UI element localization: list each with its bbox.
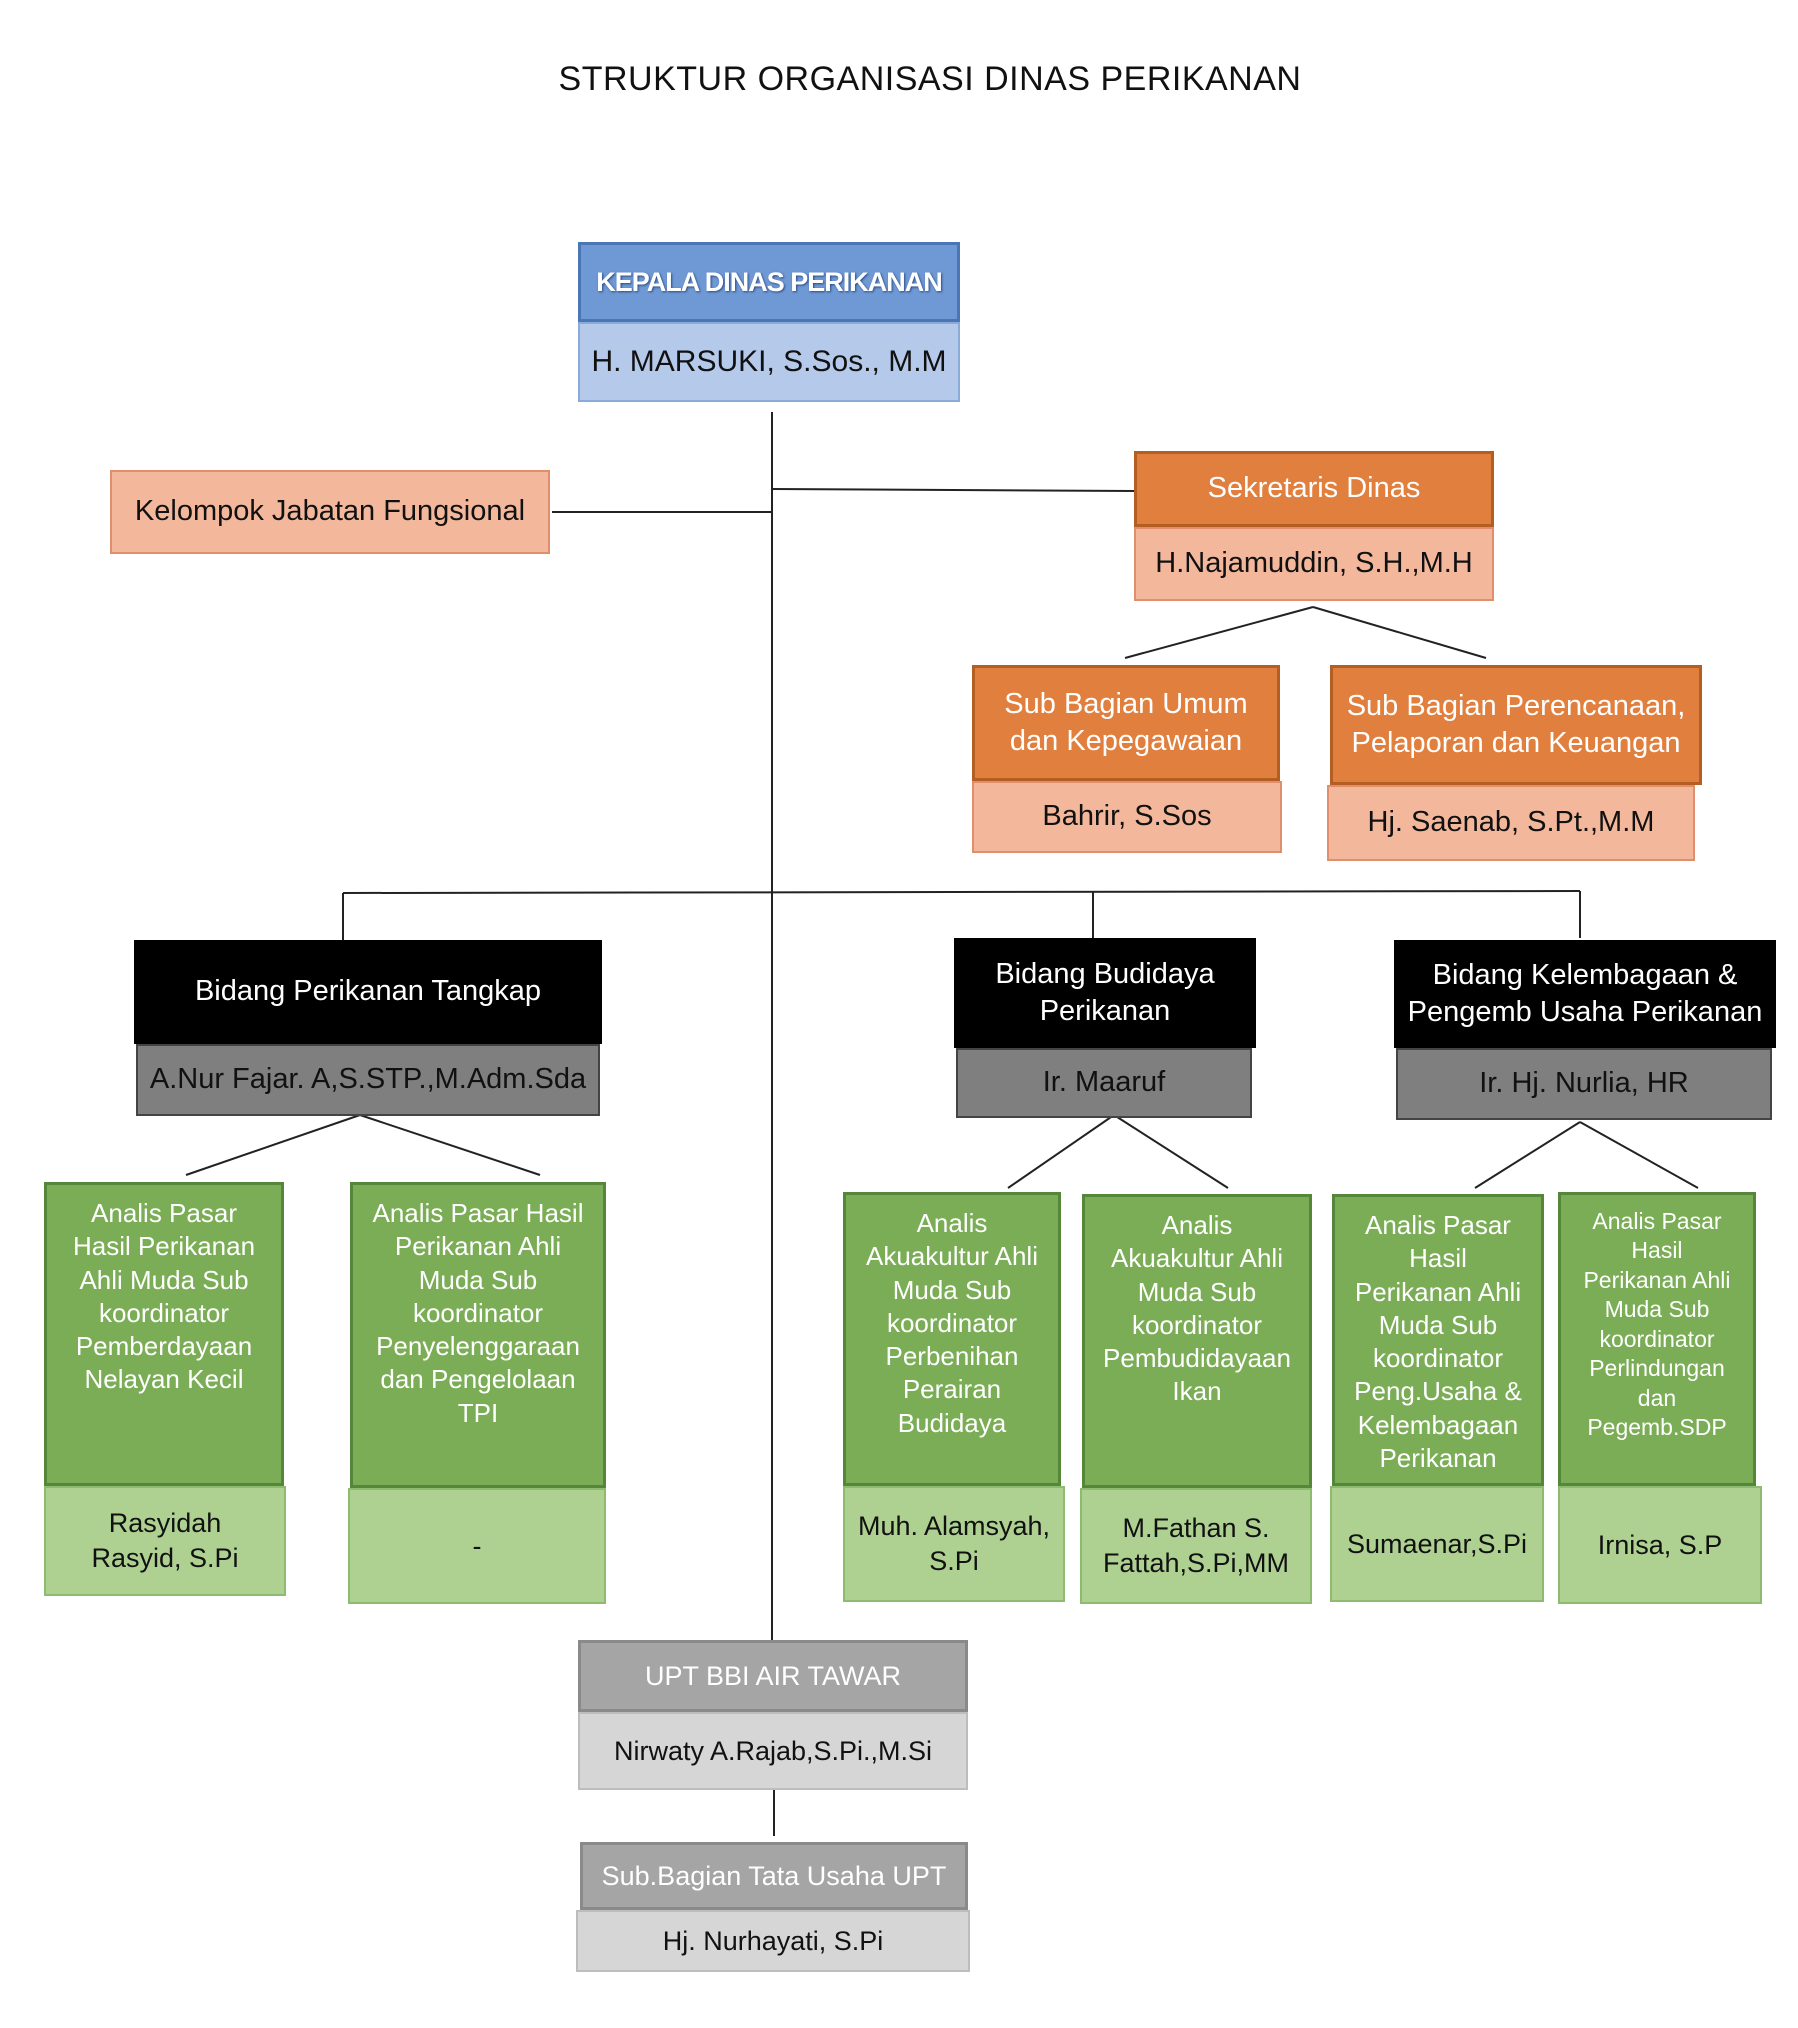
- sub-kelembagaan-2-position: Analis Pasar Hasil Perikanan Ahli Muda S…: [1558, 1192, 1756, 1486]
- subbag-umum-position: Sub Bagian Umum dan Kepegawaian: [972, 665, 1280, 781]
- sub-tangkap-2-position: Analis Pasar Hasil Perikanan Ahli Muda S…: [350, 1182, 606, 1488]
- sekretaris-branch-right: [1312, 606, 1487, 659]
- bidang-kelembagaan-position: Bidang Kelembagaan & Pengemb Usaha Perik…: [1394, 940, 1776, 1048]
- sub-kelembagaan-1-name: Sumaenar,S.Pi: [1330, 1486, 1544, 1602]
- budidaya-branch-left: [1007, 1114, 1115, 1189]
- kelembagaan-branch-left: [1474, 1121, 1581, 1189]
- sub-tangkap-1-name: Rasyidah Rasyid, S.Pi: [44, 1486, 286, 1596]
- bidang-tangkap-position: Bidang Perikanan Tangkap: [134, 940, 602, 1044]
- chart-title: STRUKTUR ORGANISASI DINAS PERIKANAN: [558, 60, 1302, 99]
- sekretaris-connector: [771, 488, 1135, 492]
- sub-tangkap-1-position: Analis Pasar Hasil Perikanan Ahli Muda S…: [44, 1182, 284, 1486]
- bidang-budidaya-position: Bidang Budidaya Perikanan: [954, 938, 1256, 1048]
- sub-budidaya-1-position: Analis Akuakultur Ahli Muda Sub koordina…: [843, 1192, 1061, 1486]
- upt-sub-position: Sub.Bagian Tata Usaha UPT: [580, 1842, 968, 1910]
- sub-kelembagaan-1-position: Analis Pasar Hasil Perikanan Ahli Muda S…: [1332, 1194, 1544, 1486]
- sub-kelembagaan-2-name: Irnisa, S.P: [1558, 1486, 1762, 1604]
- upt-sub-name: Hj. Nurhayati, S.Pi: [576, 1910, 970, 1972]
- kepala-dinas-position: KEPALA DINAS PERIKANAN: [578, 242, 960, 322]
- bidang-tangkap-name: A.Nur Fajar. A,S.STP.,M.Adm.Sda: [136, 1044, 600, 1116]
- sekretaris-name: H.Najamuddin, S.H.,M.H: [1134, 527, 1494, 601]
- tangkap-branch-left: [185, 1114, 361, 1176]
- upt-position: UPT BBI AIR TAWAR: [578, 1640, 968, 1712]
- upt-name: Nirwaty A.Rajab,S.Pi.,M.Si: [578, 1712, 968, 1790]
- sub-budidaya-2-position: Analis Akuakultur Ahli Muda Sub koordina…: [1082, 1194, 1312, 1488]
- sub-budidaya-2-name: M.Fathan S. Fattah,S.Pi,MM: [1080, 1488, 1312, 1604]
- budidaya-branch-right: [1113, 1114, 1229, 1189]
- kelompok-jabatan-fungsional: Kelompok Jabatan Fungsional: [110, 470, 550, 554]
- tangkap-branch-right: [359, 1114, 541, 1176]
- bidang-kelembagaan-name: Ir. Hj. Nurlia, HR: [1396, 1048, 1772, 1120]
- kepala-dinas-name: H. MARSUKI, S.Sos., M.M: [578, 322, 960, 402]
- sub-tangkap-2-name: -: [348, 1488, 606, 1604]
- subbag-perencanaan-name: Hj. Saenab, S.Pt.,M.M: [1327, 785, 1695, 861]
- sekretaris-branch-left: [1124, 606, 1314, 659]
- subbag-umum-name: Bahrir, S.Sos: [972, 781, 1282, 853]
- bidang-budidaya-name: Ir. Maaruf: [956, 1048, 1252, 1118]
- sekretaris-position: Sekretaris Dinas: [1134, 451, 1494, 527]
- kelembagaan-branch-right: [1579, 1121, 1699, 1189]
- subbag-perencanaan-position: Sub Bagian Perencanaan, Pelaporan dan Ke…: [1330, 665, 1702, 785]
- sub-budidaya-1-name: Muh. Alamsyah, S.Pi: [843, 1486, 1065, 1602]
- bidang-bus-line: [342, 890, 1581, 894]
